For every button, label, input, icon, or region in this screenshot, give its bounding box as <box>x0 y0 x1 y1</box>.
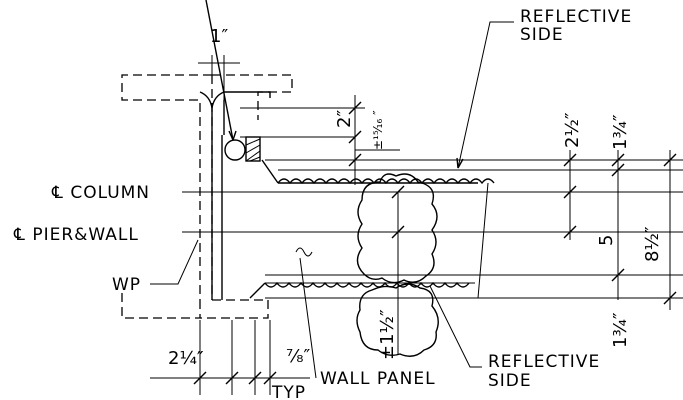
label-reflective-top-1: REFLECTIVE <box>520 7 632 27</box>
label-reflective-top-2: SIDE <box>520 25 564 45</box>
gasket <box>224 136 261 162</box>
dim-one-three-quarter-top: 1¾″ <box>610 114 631 150</box>
label-column-centerline: ℄ COLUMN <box>51 183 150 203</box>
label-typ: TYP <box>271 383 306 400</box>
dim-five: 5 <box>596 235 617 246</box>
label-wp: WP <box>112 275 141 295</box>
insulation-batt <box>356 173 439 357</box>
label-reflective-bottom-2: SIDE <box>488 371 532 391</box>
dim-pm-one-half: ±1½″ <box>377 309 398 360</box>
dim-two-inch: 2″ <box>334 110 355 128</box>
column-steel <box>199 91 271 300</box>
dim-one-three-quarter-bottom: 1¾″ <box>610 312 631 348</box>
dim-two-quarter: 2¼″ <box>168 348 204 369</box>
leader-wp <box>150 239 199 285</box>
extension-lines <box>205 107 683 299</box>
bottom-panel-face <box>249 281 470 299</box>
dim-two-half: 2½″ <box>562 112 583 148</box>
rod-leader <box>205 0 234 141</box>
dim-eight-half: 8½″ <box>642 226 663 262</box>
leader-reflective-bottom <box>429 285 482 368</box>
dim-plusminus-15-16: ±¹⁵⁄₁₆ ″ <box>371 110 385 150</box>
label-pier-wall-centerline: ℄ PIER&WALL <box>13 225 139 245</box>
label-wall-panel: WALL PANEL <box>320 369 436 389</box>
leader-reflective-top <box>457 21 514 169</box>
label-reflective-bottom-1: REFLECTIVE <box>488 352 600 372</box>
top-panel-face <box>261 159 495 185</box>
leader-wall-panel <box>299 257 317 379</box>
dim-seven-eighths: ⁷⁄₈″ <box>286 346 310 367</box>
backer-rod <box>224 139 246 161</box>
dim-one-inch: 1″ <box>210 26 228 47</box>
